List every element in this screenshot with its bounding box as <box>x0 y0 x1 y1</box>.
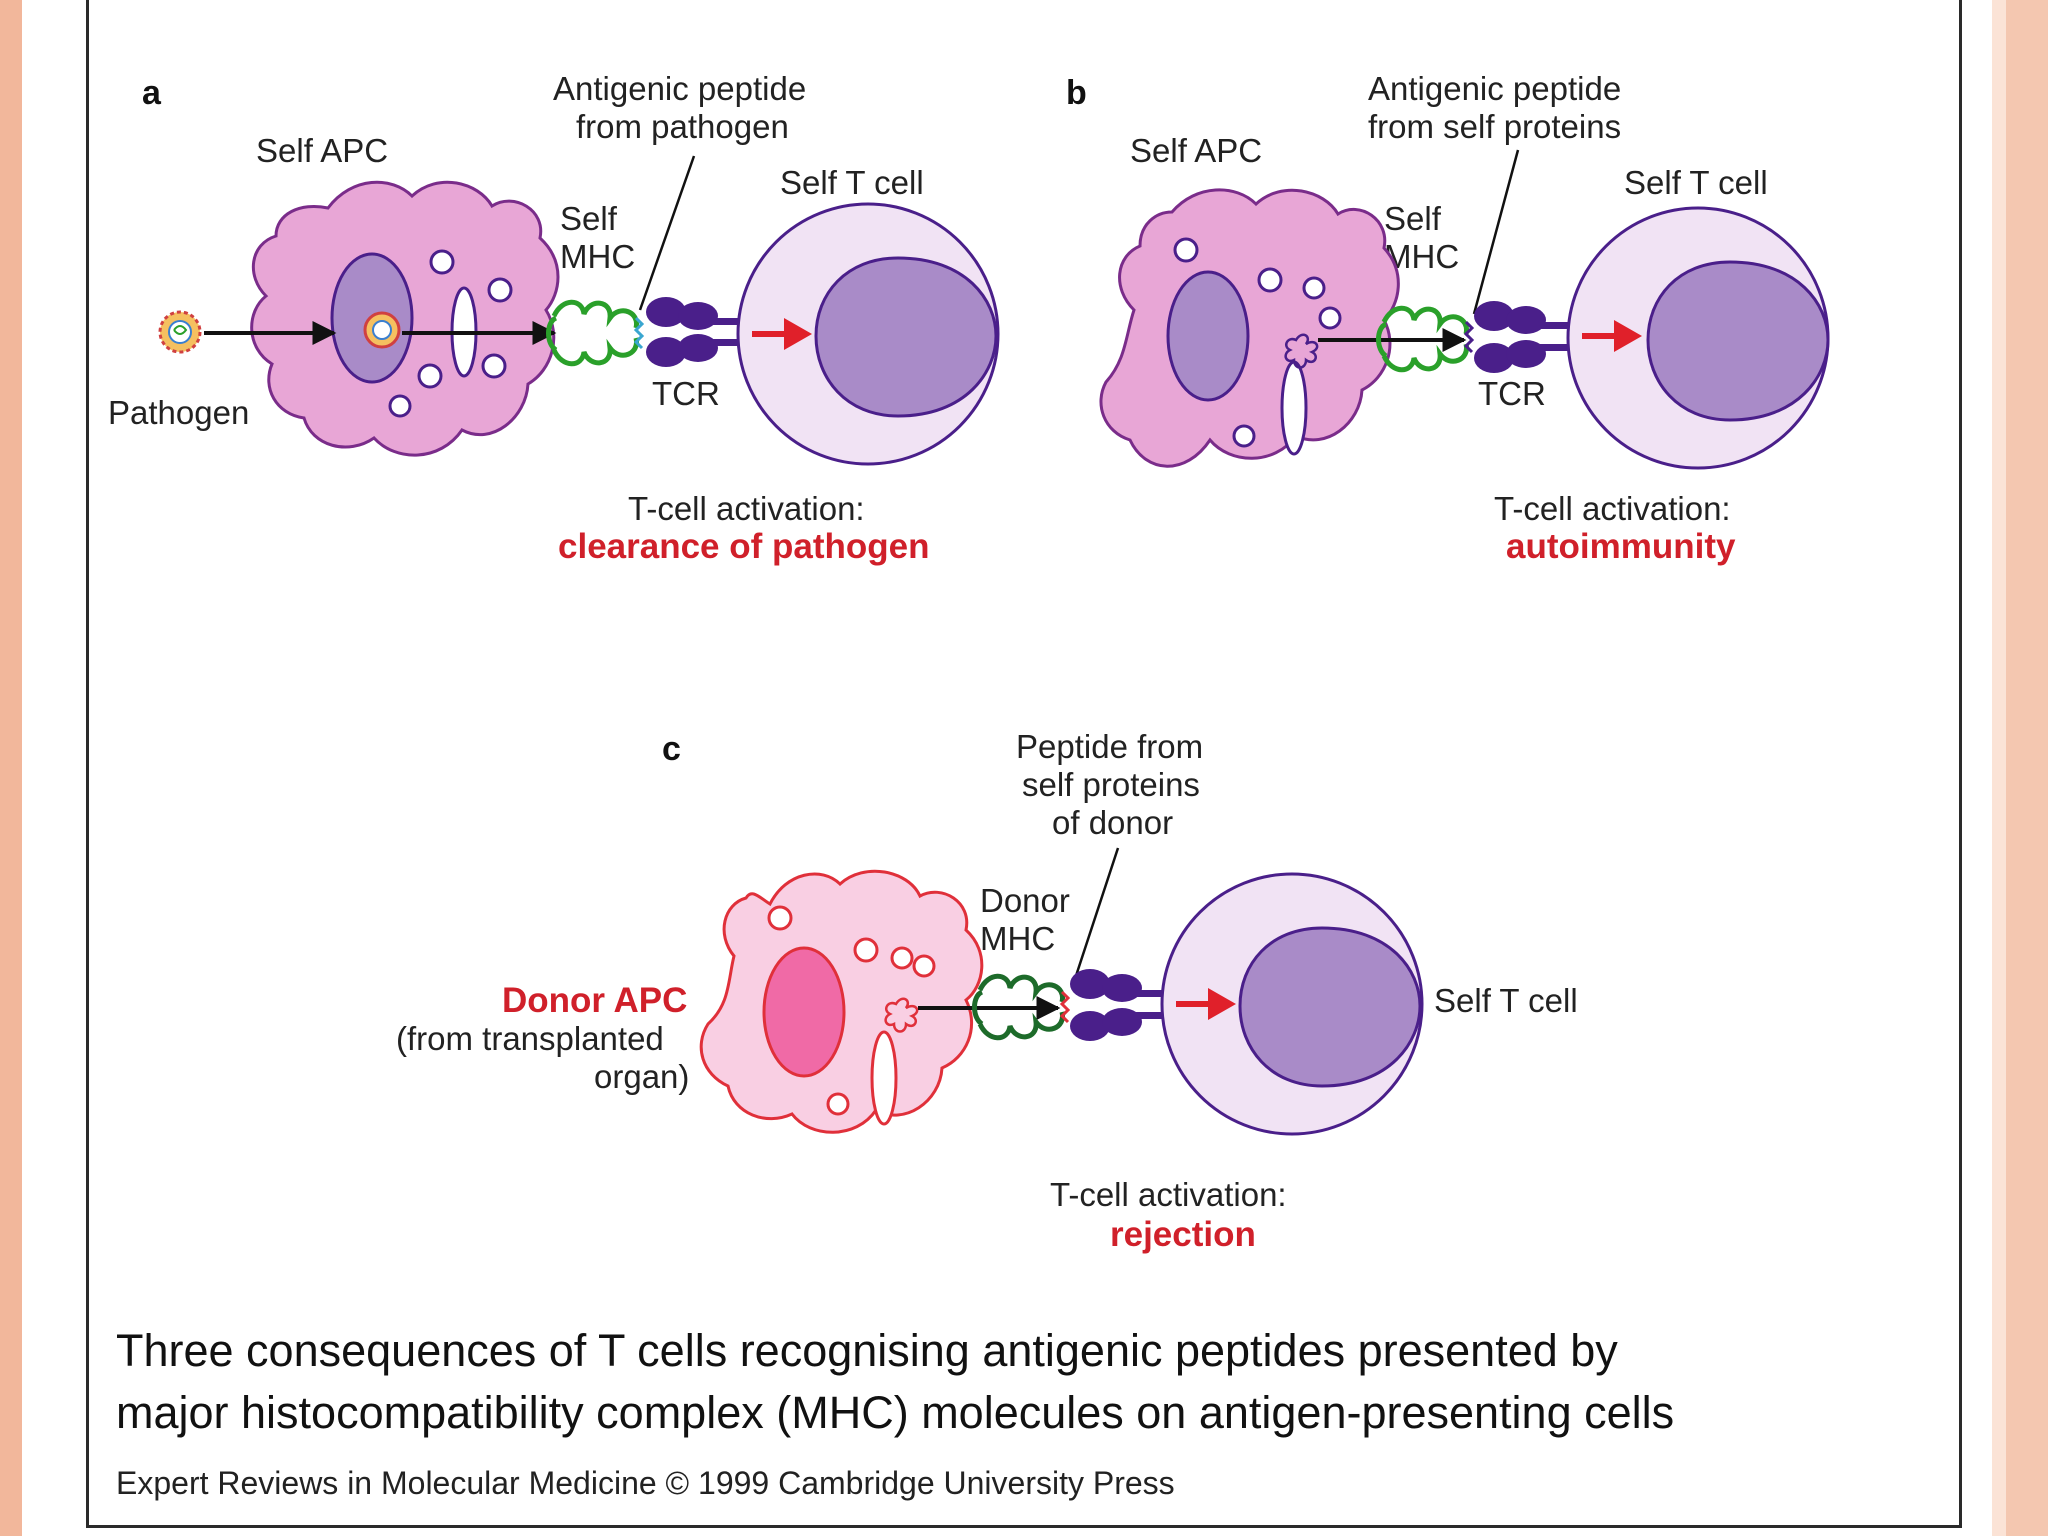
panel-a: a Self APC Antigenic peptide from pathog… <box>108 70 1000 566</box>
panel-c-donor-note-1: (from transplanted <box>396 1020 664 1057</box>
panel-a-letter: a <box>142 74 162 112</box>
panel-a-peptide-label-1: Antigenic peptide <box>553 70 806 107</box>
panel-a-activation-label: T-cell activation: <box>628 490 865 527</box>
panel-a-peptide-label-2: from pathogen <box>576 108 789 145</box>
panel-a-activation-arrow <box>752 318 812 350</box>
panel-b-tcr-label: TCR <box>1478 375 1546 412</box>
panel-b-self-apc-label: Self APC <box>1130 132 1262 169</box>
panel-a-apc-vesicle <box>487 277 513 303</box>
panel-a-mhc-label-2: MHC <box>560 238 635 275</box>
panel-b-peptide-pointer <box>1472 149 1520 315</box>
panel-c-tcr-molecule <box>1070 969 1170 1041</box>
panel-b-activation-arrow <box>1582 320 1642 352</box>
panel-b-apc-vesicle <box>1232 424 1256 448</box>
panel-a-apc-vesicle <box>417 363 443 389</box>
panel-c-tcell-nucleus <box>1238 926 1422 1088</box>
panel-b-peptide-label-2: from self proteins <box>1368 108 1621 145</box>
panel-c-apc-nucleus <box>762 946 846 1078</box>
panel-a-tcell-nucleus <box>814 256 998 418</box>
panel-a-peptide <box>633 316 645 350</box>
panel-c-apc-vesicle <box>767 905 793 931</box>
panel-b-outcome: autoimmunity <box>1506 527 1736 566</box>
panel-b-apc-vesicle <box>1302 276 1326 300</box>
panel-b-apc-vesicle <box>1257 267 1283 293</box>
panel-c-donor-note-2: organ) <box>594 1058 689 1095</box>
panel-a-tcell-label: Self T cell <box>780 164 924 201</box>
slide-border-right-light <box>1992 0 2006 1536</box>
figure-caption-line-1: Three consequences of T cells recognisin… <box>116 1325 1618 1376</box>
panel-a-mhc-molecule <box>546 299 639 367</box>
panel-c-tcell-label: Self T cell <box>1434 982 1578 1019</box>
panel-b-self-protein-icon <box>1284 333 1319 369</box>
panel-b-tcr-molecule <box>1474 301 1574 373</box>
panel-a-tcr-molecule <box>646 297 746 367</box>
panel-c-apc-vacuole-long <box>870 1030 898 1126</box>
panel-b-self-apc-cell <box>1099 188 1400 468</box>
panel-c-letter: c <box>662 730 681 768</box>
panel-b-apc-vesicle <box>1173 237 1199 263</box>
panel-c-apc-vesicle <box>912 954 936 978</box>
panel-c: c Peptide from self proteins of donor Do… <box>396 728 1578 1254</box>
panel-a-apc-vesicle <box>388 394 412 418</box>
panel-b-apc-vacuole-long <box>1280 360 1308 456</box>
panel-b-tcell-nucleus <box>1646 260 1830 422</box>
panel-c-outcome: rejection <box>1110 1215 1256 1254</box>
panel-a-self-apc-label: Self APC <box>256 132 388 169</box>
panel-a-mhc-label-1: Self <box>560 200 618 237</box>
panel-b-activation-label: T-cell activation: <box>1494 490 1731 527</box>
panel-b-apc-nucleus <box>1166 270 1250 402</box>
panel-c-mhc-molecule <box>972 973 1065 1041</box>
panel-b-tcell-label: Self T cell <box>1624 164 1768 201</box>
panel-c-activation-arrow <box>1176 988 1236 1020</box>
panel-b-mhc-label-1: Self <box>1384 200 1442 237</box>
panel-a-apc-vesicle <box>429 249 455 275</box>
panel-b-letter: b <box>1066 74 1087 112</box>
panel-b-apc-vesicle <box>1318 306 1342 330</box>
panel-c-apc-vesicle <box>826 1092 850 1116</box>
panel-c-apc-vesicle <box>890 946 914 970</box>
panel-c-donor-apc-label: Donor APC <box>502 981 687 1020</box>
panel-a-apc-vesicle <box>481 353 507 379</box>
panel-c-donor-protein-icon <box>884 997 919 1033</box>
panel-c-mhc-label-1: Donor <box>980 882 1070 919</box>
slide-border-left <box>0 0 22 1536</box>
panel-b-mhc-molecule <box>1376 305 1469 373</box>
panel-b: b Self APC Antigenic peptide from self p… <box>1066 70 1830 566</box>
slide-border-right <box>2006 0 2048 1536</box>
panel-c-mhc-label-2: MHC <box>980 920 1055 957</box>
panel-c-apc-vesicle <box>853 937 879 963</box>
panel-c-peptide-label-3: of donor <box>1052 804 1173 841</box>
panel-a-internalised-pathogen-icon <box>363 311 401 349</box>
panel-c-peptide <box>1059 990 1071 1024</box>
panel-a-pathogen-icon <box>158 310 202 354</box>
panel-a-tcr-label: TCR <box>652 375 720 412</box>
panel-c-peptide-pointer <box>1070 847 1120 989</box>
panel-a-peptide-pointer <box>638 155 696 311</box>
panel-c-peptide-label-1: Peptide from <box>1016 728 1203 765</box>
panel-c-activation-label: T-cell activation: <box>1050 1176 1287 1213</box>
panel-a-outcome: clearance of pathogen <box>558 527 929 566</box>
panel-c-peptide-label-2: self proteins <box>1022 766 1200 803</box>
figure-credit: Expert Reviews in Molecular Medicine © 1… <box>116 1465 1175 1501</box>
panel-b-peptide <box>1463 320 1475 354</box>
figure-caption-line-2: major histocompatibility complex (MHC) m… <box>116 1387 1674 1438</box>
panel-b-peptide-label-1: Antigenic peptide <box>1368 70 1621 107</box>
panel-a-pathogen-label: Pathogen <box>108 394 249 431</box>
